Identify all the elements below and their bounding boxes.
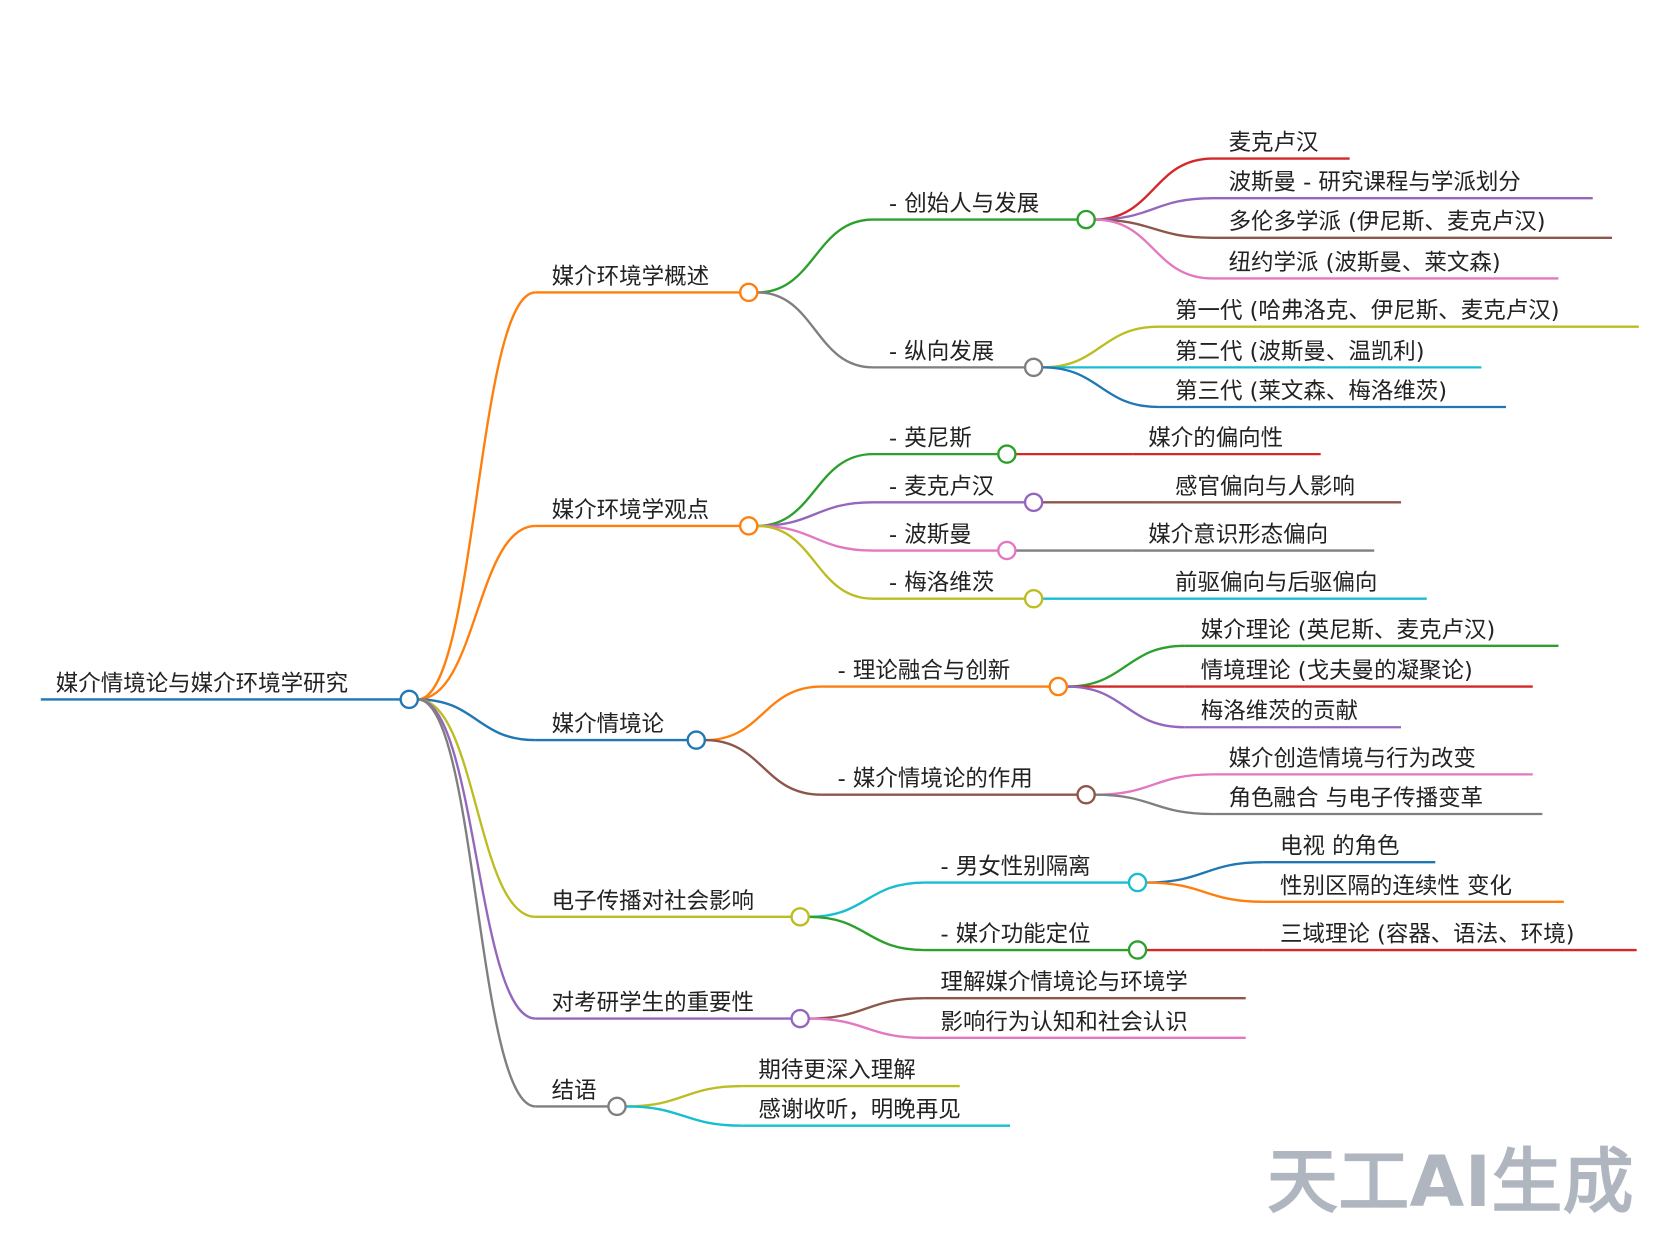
collapse-toggle-circle[interactable] bbox=[790, 1008, 810, 1029]
node-label[interactable]: - 波斯曼 bbox=[889, 522, 972, 548]
node-label[interactable]: - 媒介情境论的作用 bbox=[838, 766, 1033, 792]
watermark-logo: 天工AI生成 bbox=[1267, 1140, 1633, 1223]
node-label[interactable]: 对考研学生的重要性 bbox=[552, 990, 754, 1016]
node-label[interactable]: - 英尼斯 bbox=[889, 426, 972, 452]
collapse-toggle-circle[interactable] bbox=[997, 444, 1017, 464]
collapse-toggle-circle[interactable] bbox=[738, 282, 759, 303]
node-label[interactable]: 媒介环境学观点 bbox=[552, 497, 709, 523]
node-label[interactable]: 多伦多学派 (伊尼斯、麦克卢汉) bbox=[1229, 209, 1546, 235]
node-label[interactable]: 期待更深入理解 bbox=[758, 1057, 915, 1083]
branch-connector bbox=[808, 997, 925, 1020]
node-label[interactable]: 媒介环境学概述 bbox=[552, 264, 709, 290]
collapse-toggle-circle[interactable] bbox=[1127, 940, 1148, 960]
node-label[interactable]: 第一代 (哈弗洛克、伊尼斯、麦克卢汉) bbox=[1175, 298, 1559, 324]
branch-connector bbox=[1094, 157, 1213, 221]
node-label[interactable]: 媒介创造情境与行为改变 bbox=[1229, 746, 1476, 772]
collapse-toggle-circle[interactable] bbox=[607, 1096, 627, 1117]
node-label[interactable]: 情境理论 (戈夫曼的凝聚论) bbox=[1201, 658, 1473, 684]
node-label[interactable]: 三域理论 (容器、语法、环境) bbox=[1280, 921, 1575, 947]
branch-connector bbox=[757, 524, 873, 600]
node-label[interactable]: 性别区隔的连续性 变化 bbox=[1280, 873, 1512, 899]
node-label[interactable]: 媒介的偏向性 bbox=[1148, 426, 1283, 452]
node-label[interactable]: 媒介情境论 bbox=[552, 712, 664, 738]
branch-connector bbox=[808, 915, 925, 952]
node-label[interactable]: - 纵向发展 bbox=[889, 339, 994, 365]
mind-map-links bbox=[40, 157, 1639, 1127]
node-label[interactable]: 理解媒介情境论与环境学 bbox=[940, 970, 1187, 996]
branch-connector bbox=[1146, 881, 1264, 904]
node-label[interactable]: 梅洛维茨的贡献 bbox=[1201, 699, 1358, 725]
root-node-label[interactable]: 媒介情境论与媒介环境学研究 bbox=[56, 671, 348, 697]
branch-connector bbox=[704, 685, 822, 742]
branch-connector bbox=[417, 698, 536, 919]
collapse-toggle-circle[interactable] bbox=[738, 516, 759, 536]
collapse-toggle-circle[interactable] bbox=[399, 689, 419, 710]
branch-connector bbox=[1094, 218, 1213, 239]
branch-connector bbox=[417, 524, 536, 701]
node-label[interactable]: 第三代 (莱文森、梅洛维茨) bbox=[1175, 378, 1447, 404]
branch-connector bbox=[1094, 218, 1213, 280]
node-label[interactable]: 纽约学派 (波斯曼、莱文森) bbox=[1229, 250, 1501, 276]
branch-connector bbox=[417, 698, 536, 1020]
collapse-toggle-circle[interactable] bbox=[1023, 588, 1044, 609]
node-label[interactable]: 媒介意识形态偏向 bbox=[1148, 522, 1328, 548]
collapse-toggle-circle[interactable] bbox=[1048, 676, 1069, 697]
node-label[interactable]: 前驱偏向与后驱偏向 bbox=[1175, 570, 1377, 596]
branch-connector bbox=[808, 881, 925, 919]
node-label[interactable]: 第二代 (波斯曼、温凯利) bbox=[1175, 339, 1425, 365]
branch-connector bbox=[1094, 196, 1213, 221]
branch-connector bbox=[1042, 366, 1159, 409]
node-label[interactable]: - 梅洛维茨 bbox=[889, 570, 994, 596]
node-label[interactable]: 影响行为认知和社会认识 bbox=[940, 1009, 1187, 1035]
branch-connector bbox=[625, 1105, 743, 1127]
branch-connector bbox=[417, 698, 536, 1108]
branch-connector bbox=[1042, 325, 1159, 369]
branch-connector bbox=[757, 218, 873, 294]
node-label[interactable]: - 创始人与发展 bbox=[889, 191, 1039, 217]
collapse-toggle-circle[interactable] bbox=[997, 540, 1017, 561]
collapse-toggle-circle[interactable] bbox=[1076, 784, 1096, 805]
collapse-toggle-circle[interactable] bbox=[686, 730, 707, 750]
branch-connector bbox=[757, 291, 873, 369]
branch-connector bbox=[757, 524, 873, 552]
branch-connector bbox=[1094, 793, 1213, 816]
collapse-toggle-circle[interactable] bbox=[1076, 209, 1096, 230]
collapse-toggle-circle[interactable] bbox=[790, 907, 810, 927]
node-label[interactable]: - 媒介功能定位 bbox=[940, 921, 1090, 947]
node-label[interactable]: 麦克卢汉 bbox=[1229, 130, 1319, 156]
node-label[interactable]: 感谢收听，明晚再见 bbox=[758, 1097, 960, 1123]
branch-connector bbox=[625, 1084, 743, 1108]
node-label[interactable]: 媒介理论 (英尼斯、麦克卢汉) bbox=[1201, 617, 1496, 643]
branch-connector bbox=[1146, 861, 1264, 884]
collapse-toggle-circle[interactable] bbox=[1023, 492, 1044, 513]
branch-connector bbox=[1066, 644, 1185, 688]
node-label[interactable]: 电视 的角色 bbox=[1280, 834, 1400, 860]
node-label[interactable]: - 理论融合与创新 bbox=[838, 658, 1011, 684]
node-label[interactable]: 结语 bbox=[552, 1078, 597, 1104]
branch-connector bbox=[417, 291, 536, 701]
branch-connector bbox=[808, 1017, 925, 1040]
node-label[interactable]: 电子传播对社会影响 bbox=[552, 888, 754, 914]
node-label[interactable]: 角色融合 与电子传播变革 bbox=[1229, 785, 1483, 811]
branch-connector bbox=[704, 738, 822, 796]
branch-connector bbox=[757, 452, 873, 528]
branch-connector bbox=[1094, 773, 1213, 796]
node-label[interactable]: - 男女性别隔离 bbox=[940, 854, 1090, 880]
branch-connector bbox=[417, 698, 536, 742]
collapse-toggle-circle[interactable] bbox=[1127, 872, 1148, 893]
branch-connector bbox=[1066, 685, 1185, 729]
node-label[interactable]: 感官偏向与人影响 bbox=[1175, 474, 1355, 500]
branch-connector bbox=[757, 501, 873, 528]
collapse-toggle-circle[interactable] bbox=[1023, 357, 1044, 378]
node-label[interactable]: - 麦克卢汉 bbox=[889, 474, 994, 500]
node-label[interactable]: 波斯曼 - 研究课程与学派划分 bbox=[1229, 170, 1521, 196]
